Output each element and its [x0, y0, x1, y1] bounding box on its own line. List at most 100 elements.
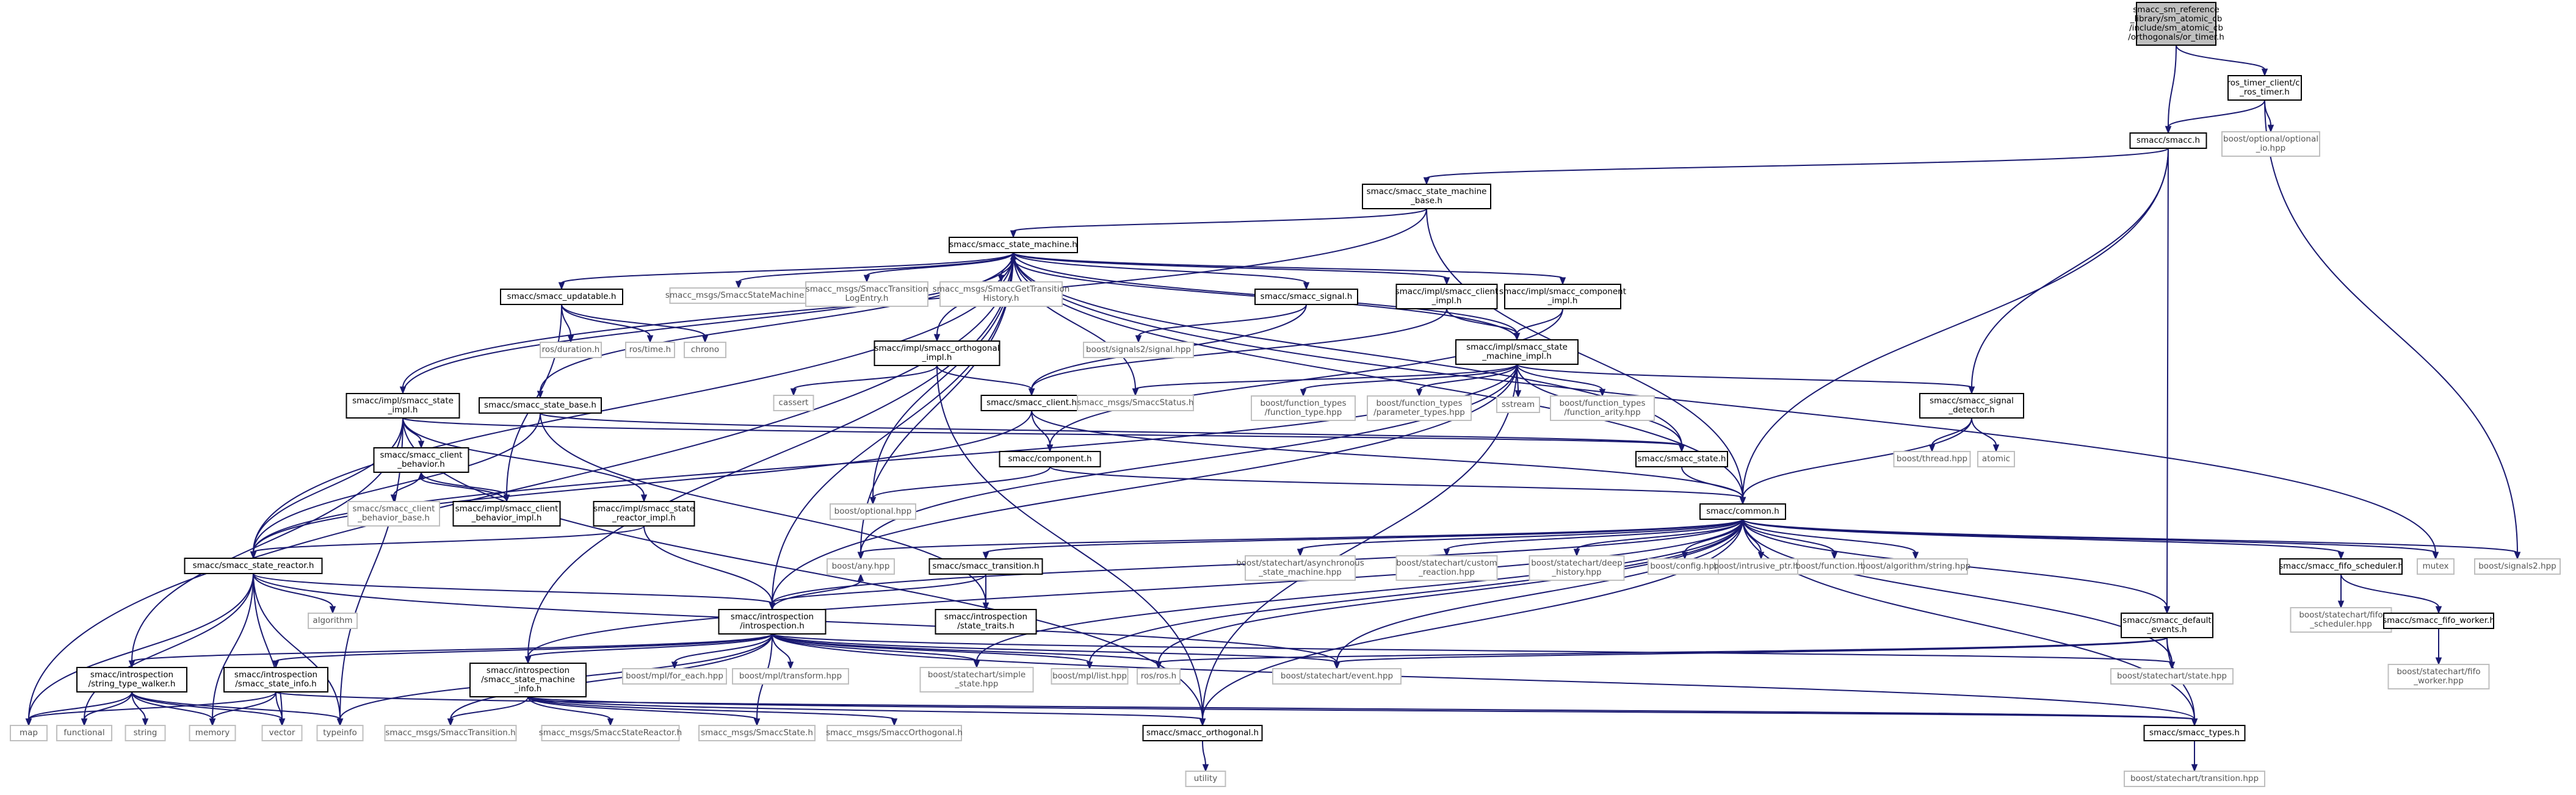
node-impl-sm[interactable]: smacc/impl/smacc_state_machine_impl.h	[1455, 339, 1579, 365]
node-state-reactor[interactable]: smacc/smacc_state_reactor.h	[184, 558, 323, 574]
node-label: boost/optional/optional	[2223, 134, 2318, 144]
node-fifo-worker-h[interactable]: smacc/smacc_fifo_worker.h	[2382, 613, 2495, 629]
node-msgs-trans[interactable]: smacc_msgs/SmaccTransition.h	[384, 725, 517, 741]
node-impl-cb[interactable]: smacc/impl/smacc_client_behavior_impl.h	[452, 501, 561, 527]
node-atomic[interactable]: atomic	[1977, 451, 2015, 467]
node-utility[interactable]: utility	[1185, 771, 1226, 787]
node-box	[1051, 668, 1129, 685]
node-mutex[interactable]: mutex	[2417, 558, 2455, 575]
node-cassert[interactable]: cassert	[773, 395, 814, 411]
node-transition-h[interactable]: smacc/smacc_transition.h	[928, 558, 1043, 575]
node-state-h[interactable]: smacc/smacc_state.h	[1635, 451, 1728, 467]
node-state-base[interactable]: smacc/smacc_state_base.h	[479, 397, 602, 414]
node-for-each[interactable]: boost/mpl/for_each.hpp	[622, 668, 727, 685]
node-stw[interactable]: smacc/introspection/string_type_walker.h	[76, 667, 187, 692]
node-ft-param[interactable]: boost/function_types/parameter_types.hpp	[1367, 395, 1472, 421]
node-sc-event[interactable]: boost/statechart/event.hpp	[1272, 668, 1402, 685]
node-ros-time[interactable]: ros/time.h	[625, 342, 675, 358]
node-sc-async[interactable]: boost/statechart/asynchronous_state_mach…	[1236, 555, 1364, 581]
node-msgs-reactor[interactable]: smacc_msgs/SmaccStateReactor.h	[539, 725, 682, 741]
node-label: _behavior_impl.h	[471, 513, 542, 523]
node-ssi[interactable]: smacc/introspection/smacc_state_info.h	[223, 667, 328, 692]
node-functional[interactable]: functional	[56, 725, 112, 741]
node-sc-state[interactable]: boost/statechart/state.hpp	[2110, 668, 2234, 685]
node-boost-thread[interactable]: boost/thread.hpp	[1893, 451, 1971, 467]
node-component-h[interactable]: smacc/component.h	[999, 451, 1101, 467]
node-ros-timer-client[interactable]: ros_timer_client/cl_ros_timer.h	[2227, 75, 2303, 101]
node-sc-fifo-sched[interactable]: boost/statechart/fifo_scheduler.hpp	[2290, 607, 2392, 633]
node-boost-function[interactable]: boost/function.hpp	[1795, 558, 1873, 575]
node-algorithm[interactable]: algorithm	[308, 613, 358, 629]
node-boost-any[interactable]: boost/any.hpp	[827, 558, 895, 575]
node-state-machine-h[interactable]: smacc/smacc_state_machine.h	[949, 237, 1078, 253]
node-default-events[interactable]: smacc/smacc_default_events.h	[2121, 613, 2213, 638]
edge-common-h-to-signals2	[1742, 519, 2521, 560]
node-fifo-scheduler-h[interactable]: smacc/smacc_fifo_scheduler.h	[2279, 558, 2403, 575]
node-mpl-list[interactable]: boost/mpl/list.hpp	[1051, 668, 1129, 685]
node-msgs-orth[interactable]: smacc_msgs/SmaccOrthogonal.h	[826, 725, 963, 741]
node-msgs-state[interactable]: smacc_msgs/SmaccState.h	[698, 725, 816, 741]
node-signal-h[interactable]: smacc/smacc_signal.h	[1254, 289, 1358, 305]
node-signal-detector[interactable]: smacc/smacc_signal_detector.h	[1919, 393, 2024, 419]
node-impl-client[interactable]: smacc/impl/smacc_client_impl.h	[1395, 284, 1499, 309]
node-state-traits[interactable]: smacc/introspection/state_traits.h	[935, 609, 1037, 635]
node-msgs-status[interactable]: smacc_msgs/SmaccStatus.h	[1077, 395, 1194, 411]
node-sm-base[interactable]: smacc/smacc_state_machine_base.h	[1362, 184, 1491, 209]
node-introspection[interactable]: smacc/introspection/introspection.h	[718, 609, 827, 635]
node-impl-state[interactable]: smacc/impl/smacc_state_impl.h	[346, 393, 460, 419]
node-sstream[interactable]: sstream	[1496, 397, 1540, 413]
arrowhead	[1155, 661, 1162, 670]
edge-smi-to-msgs-reactor	[527, 696, 614, 727]
node-sc-deep[interactable]: boost/statechart/deep_history.hpp	[1529, 555, 1625, 581]
node-common-h[interactable]: smacc/common.h	[1699, 503, 1786, 520]
node-string[interactable]: string	[125, 725, 166, 741]
node-boost-opt-io[interactable]: boost/optional/optional_io.hpp	[2221, 131, 2320, 157]
node-smacc-client-h[interactable]: smacc/smacc_client.h	[980, 395, 1083, 411]
edge-line	[1031, 308, 1447, 390]
node-boost-config[interactable]: boost/config.hpp	[1648, 558, 1722, 575]
node-boost-optional[interactable]: boost/optional.hpp	[830, 503, 916, 520]
node-msgs-sm[interactable]: smacc_msgs/SmaccStateMachine.h	[665, 287, 812, 304]
node-smacc-h[interactable]: smacc/smacc.h	[2129, 132, 2207, 149]
node-algo-string[interactable]: boost/algorithm/string.hpp	[1861, 558, 1970, 575]
node-label: smacc/smacc_fifo_worker.h	[2382, 616, 2495, 625]
node-sc-fifo-worker[interactable]: boost/statechart/fifo_worker.hpp	[2387, 664, 2490, 689]
node-impl-sr[interactable]: smacc/impl/smacc_state_reactor_impl.h	[593, 501, 695, 527]
edge-line	[402, 417, 1203, 720]
node-memory[interactable]: memory	[189, 725, 236, 741]
node-simple-state[interactable]: boost/statechart/simple_state.hpp	[919, 667, 1034, 692]
node-orthogonal-h[interactable]: smacc/smacc_orthogonal.h	[1142, 725, 1263, 741]
node-ros-h[interactable]: ros/ros.h	[1137, 668, 1181, 685]
node-sc-custom[interactable]: boost/statechart/custom_reaction.hpp	[1395, 555, 1498, 581]
node-cb-base[interactable]: smacc/smacc_client_behavior_base.h	[347, 501, 440, 527]
node-updatable-h[interactable]: smacc/smacc_updatable.h	[500, 289, 623, 305]
node-ros-duration[interactable]: ros/duration.h	[540, 342, 602, 358]
node-typeinfo[interactable]: typeinfo	[316, 725, 364, 741]
node-label: boost/mpl/for_each.hpp	[626, 671, 723, 681]
node-sc-transition[interactable]: boost/statechart/transition.hpp	[2124, 771, 2265, 787]
node-client-behavior[interactable]: smacc/smacc_client_behavior.h	[373, 447, 469, 473]
node-signals2[interactable]: boost/signals2.hpp	[2474, 558, 2561, 575]
node-chrono[interactable]: chrono	[684, 342, 726, 358]
node-label: _state.hpp	[955, 679, 999, 689]
node-vector[interactable]: vector	[261, 725, 303, 741]
node-impl-component[interactable]: smacc/impl/smacc_component_impl.h	[1499, 284, 1626, 309]
node-ft-type[interactable]: boost/function_types/function_type.hpp	[1251, 395, 1356, 421]
node-boost-signal[interactable]: boost/signals2/signal.hpp	[1083, 342, 1194, 358]
node-transform[interactable]: boost/mpl/transform.hpp	[732, 668, 849, 685]
node-box	[1077, 395, 1194, 411]
node-impl-orthogonal[interactable]: smacc/impl/smacc_orthogonal_impl.h	[874, 340, 1000, 366]
node-intrusive[interactable]: boost/intrusive_ptr.hpp	[1713, 558, 1809, 575]
node-map[interactable]: map	[10, 725, 48, 741]
node-label: smacc/smacc_client	[353, 504, 435, 514]
edge-line	[1202, 740, 1206, 766]
node-types-h[interactable]: smacc/smacc_types.h	[2143, 725, 2246, 741]
node-ft-arity[interactable]: boost/function_types/function_arity.hpp	[1550, 395, 1655, 421]
node-label: /smacc_state_machine	[481, 675, 575, 685]
node-box	[347, 501, 440, 527]
arrowhead	[447, 718, 454, 727]
node-label: boost/algorithm/string.hpp	[1861, 561, 1970, 571]
node-smi[interactable]: smacc/introspection/smacc_state_machine_…	[469, 663, 587, 697]
